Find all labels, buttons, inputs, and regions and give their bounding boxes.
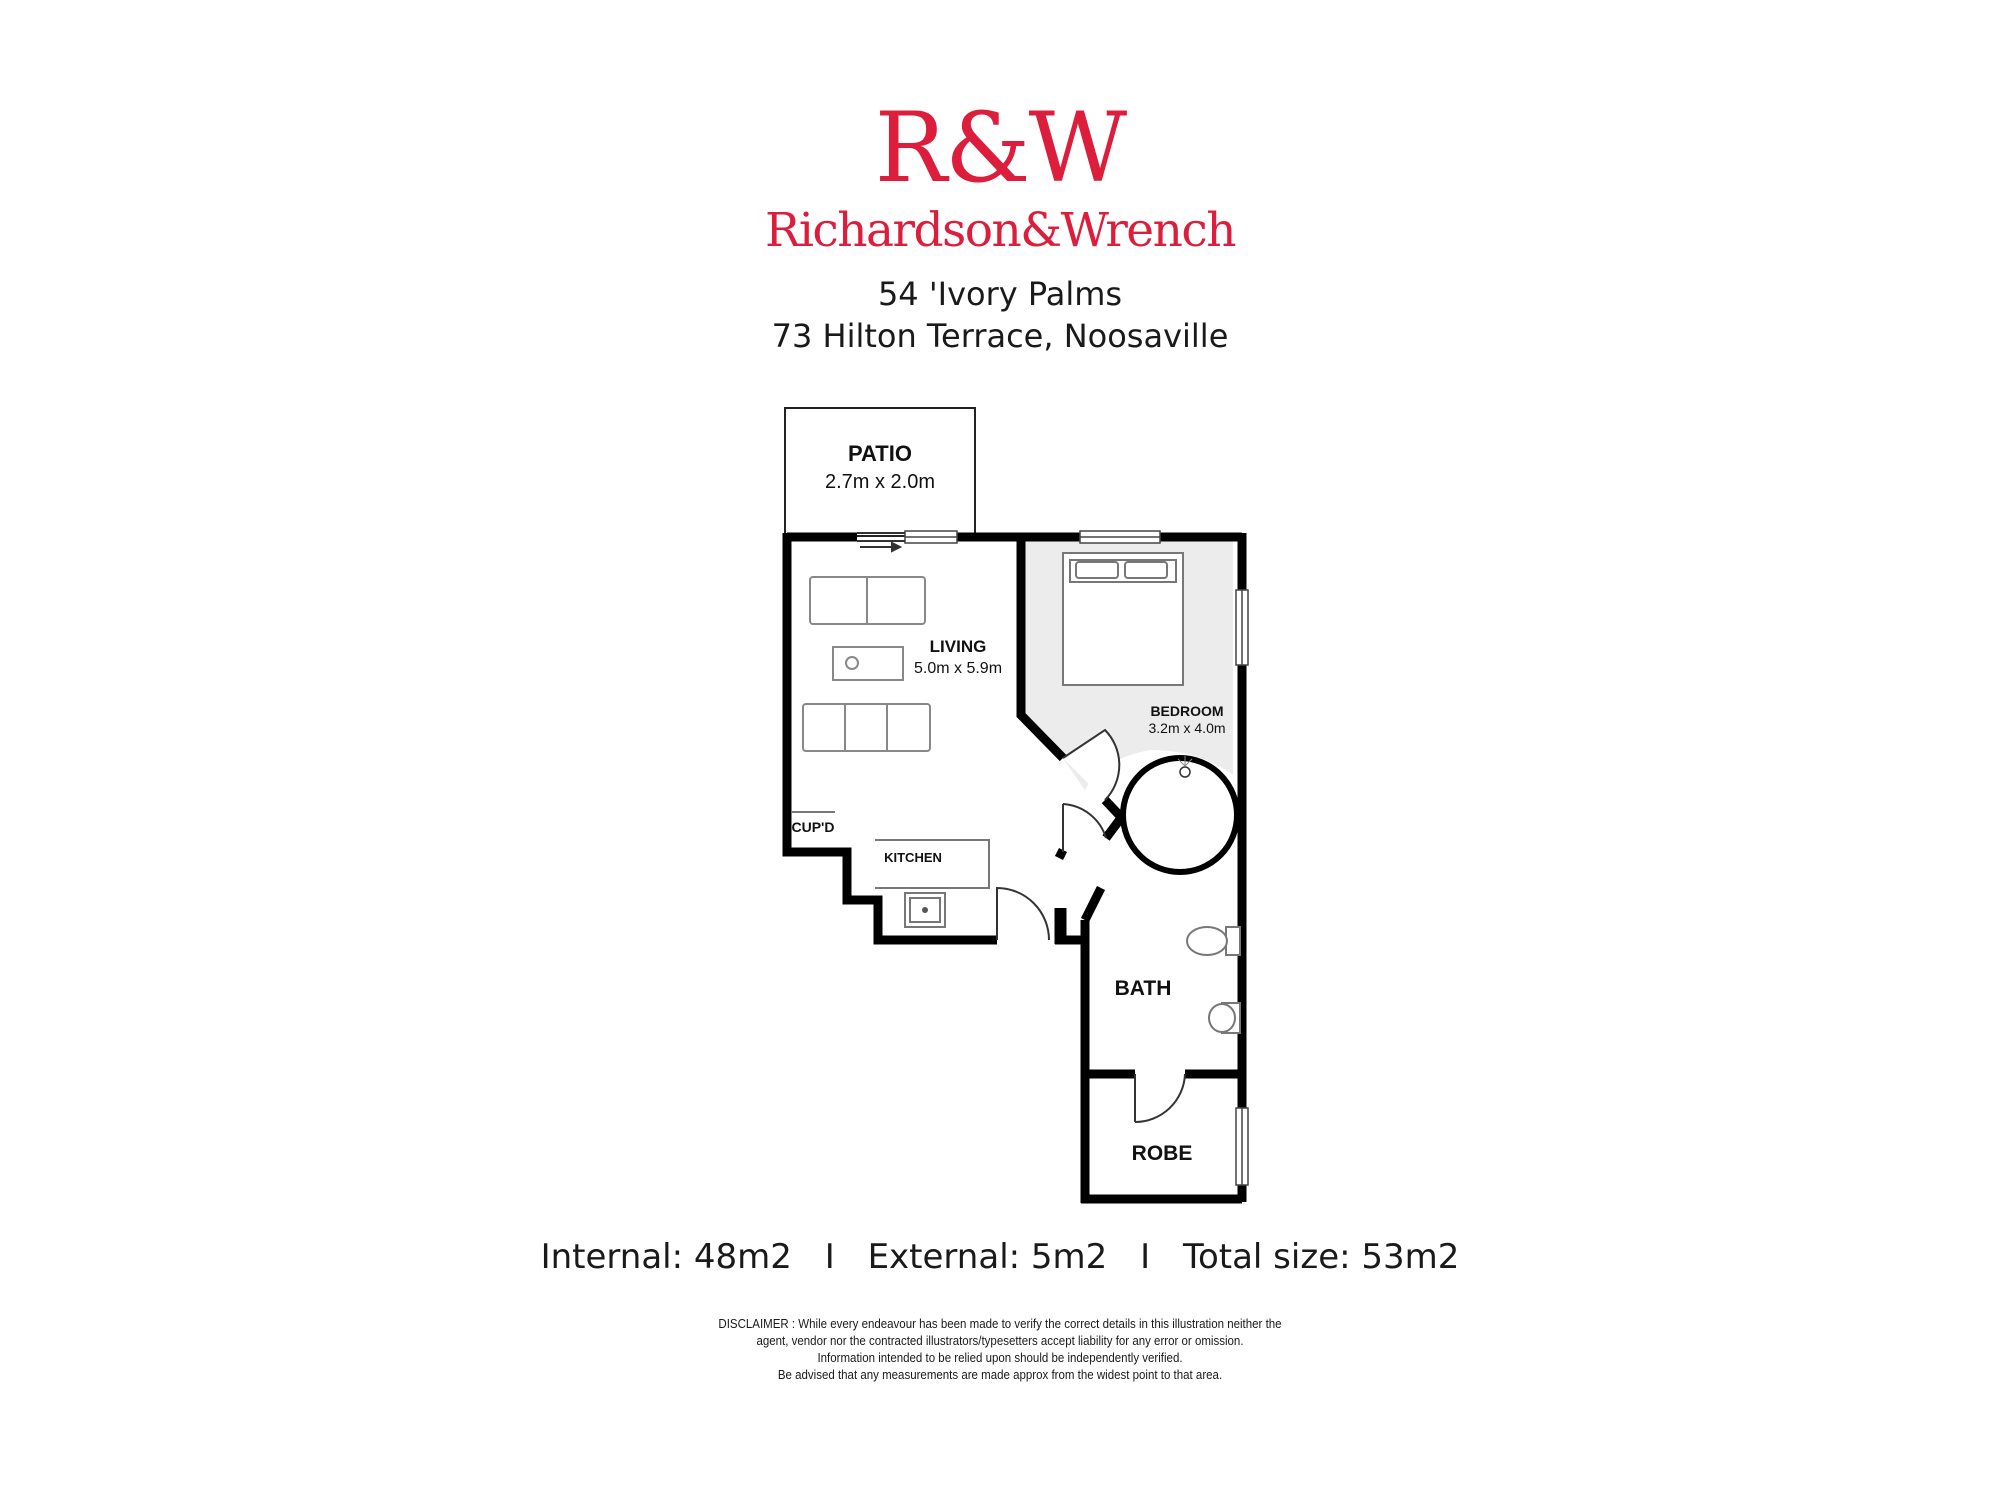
address-line-1: 54 'Ivory Palms: [877, 275, 1123, 313]
disclaimer-line: Be advised that any measurements are mad…: [777, 1368, 1223, 1382]
living-label: LIVING: [930, 637, 987, 656]
bed-icon: [1062, 552, 1184, 686]
exterior-walls: [782, 532, 1247, 1204]
disclaimer-line: DISCLAIMER : While every endeavour has b…: [718, 1317, 1282, 1331]
bath-label: BATH: [1115, 977, 1172, 1000]
shower-head-icon: [1179, 766, 1191, 778]
robe-label: ROBE: [1132, 1142, 1193, 1165]
separator: I: [824, 1237, 835, 1277]
brand-name: Richardson&Wrench: [765, 203, 1236, 258]
internal-label: Internal:: [540, 1237, 684, 1277]
total-label: Total size:: [1182, 1237, 1351, 1277]
windows: [904, 530, 1249, 1186]
bath-fittings: [1186, 926, 1241, 1034]
brand-monogram: R&W: [874, 92, 1127, 204]
round-shower-wall: [1120, 755, 1240, 875]
disclaimer-line: Information intended to be relied upon s…: [817, 1351, 1183, 1365]
disclaimer-line: agent, vendor nor the contracted illustr…: [756, 1334, 1244, 1348]
area-summary: Internal: 48m2 I External: 5m2 I Total s…: [0, 1240, 2000, 1274]
internal-value: 48m2: [693, 1237, 792, 1277]
kitchen-fittings: [791, 811, 990, 928]
disclaimer: DISCLAIMER : While every endeavour has b…: [80, 1316, 1920, 1384]
total-value: 53m2: [1361, 1237, 1460, 1277]
external-label: External:: [867, 1237, 1021, 1277]
bedroom-label: BEDROOM: [1150, 703, 1223, 719]
shower-spray-icon: [1177, 756, 1193, 767]
patio-label: PATIO: [848, 441, 912, 466]
cupboard-label: CUP'D: [792, 819, 835, 835]
door-swings: [996, 728, 1186, 1124]
separator: I: [1140, 1237, 1151, 1277]
living-furniture: [802, 576, 931, 752]
living-size: 5.0m x 5.9m: [914, 660, 1002, 677]
kitchen-label: KITCHEN: [884, 850, 942, 865]
bedroom-size: 3.2m x 4.0m: [1148, 720, 1225, 736]
address-line-2: 73 Hilton Terrace, Noosaville: [771, 317, 1229, 355]
patio-size: 2.7m x 2.0m: [825, 471, 935, 493]
sliding-door: [857, 532, 905, 553]
external-value: 5m2: [1030, 1237, 1108, 1277]
patio-outline: [784, 407, 976, 537]
